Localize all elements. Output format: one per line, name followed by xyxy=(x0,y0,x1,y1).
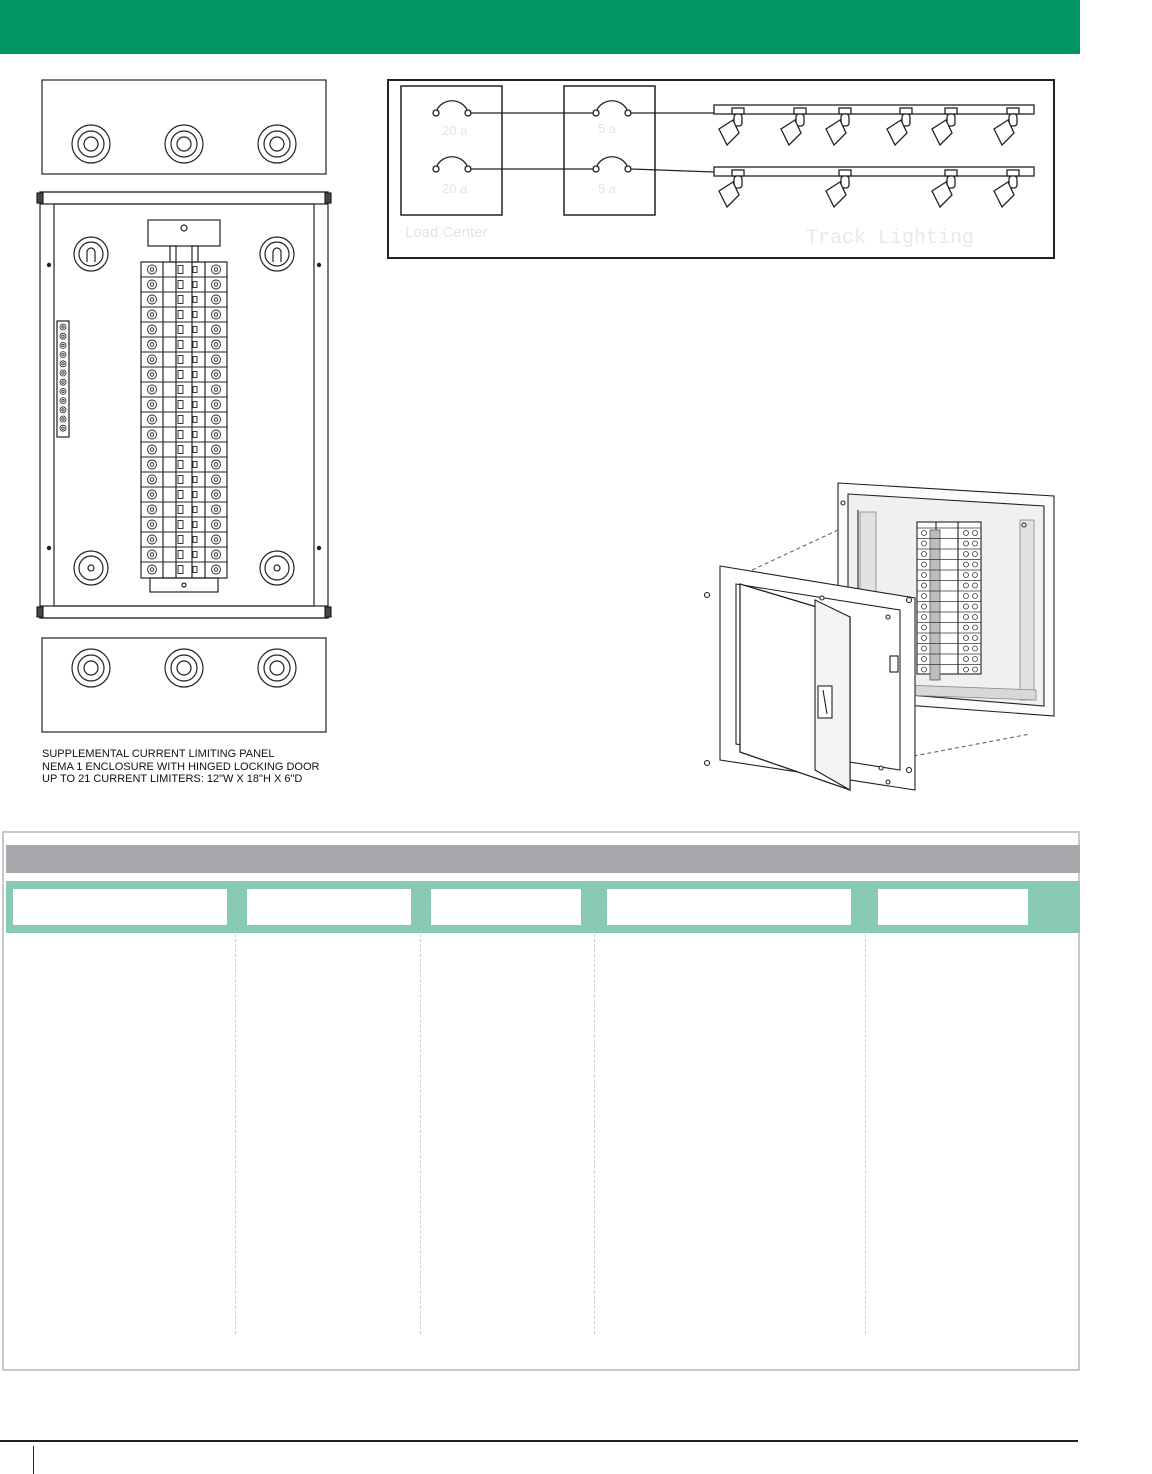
enclosure-outline xyxy=(39,191,329,619)
footer-rule xyxy=(0,1440,1078,1442)
enclosure-isometric-drawing xyxy=(703,482,1055,791)
column-header-2 xyxy=(247,889,411,925)
circuit-diagram: 20 a 20 a 5 a 5 a Load Center Track Ligh… xyxy=(387,79,1055,259)
load-center-label: Load Center xyxy=(405,224,488,241)
breaker-1-label: 20 a xyxy=(442,123,468,138)
table-header-band xyxy=(6,881,1080,933)
header-band xyxy=(0,0,1080,54)
bottom-knockout-plate xyxy=(41,637,327,733)
track-2 xyxy=(713,166,1035,177)
column-divider xyxy=(865,934,866,1334)
load-center-box xyxy=(400,85,503,216)
column-header-5 xyxy=(878,889,1028,925)
panel-caption: SUPPLEMENTAL CURRENT LIMITING PANEL NEMA… xyxy=(42,748,362,786)
caption-line-2: NEMA 1 ENCLOSURE WITH HINGED LOCKING DOO… xyxy=(42,760,320,773)
limiter-1-label: 5 a xyxy=(598,121,617,136)
top-knockout-plate xyxy=(41,79,327,175)
limiter-box xyxy=(563,85,656,216)
footer-page-marker xyxy=(33,1446,34,1474)
column-header-1 xyxy=(13,889,227,925)
track-lighting-label: Track Lighting xyxy=(806,227,974,250)
caption-line-1: SUPPLEMENTAL CURRENT LIMITING PANEL xyxy=(42,748,275,760)
column-header-4 xyxy=(607,889,851,925)
top-knockout-circles xyxy=(71,124,297,164)
column-divider xyxy=(235,934,236,1334)
column-divider xyxy=(594,934,595,1334)
table-title-band xyxy=(6,845,1080,873)
breaker-2-label: 20 a xyxy=(442,181,468,196)
track-1 xyxy=(713,104,1035,115)
column-divider xyxy=(420,934,421,1334)
column-header-3 xyxy=(431,889,581,925)
caption-line-3: UP TO 21 CURRENT LIMITERS: 12"W X 18"H X… xyxy=(42,773,303,785)
bottom-knockout-circles xyxy=(71,648,297,688)
panel-front-view-drawing xyxy=(36,79,332,733)
spec-table xyxy=(2,831,1080,1371)
limiter-2-label: 5 a xyxy=(598,181,617,196)
